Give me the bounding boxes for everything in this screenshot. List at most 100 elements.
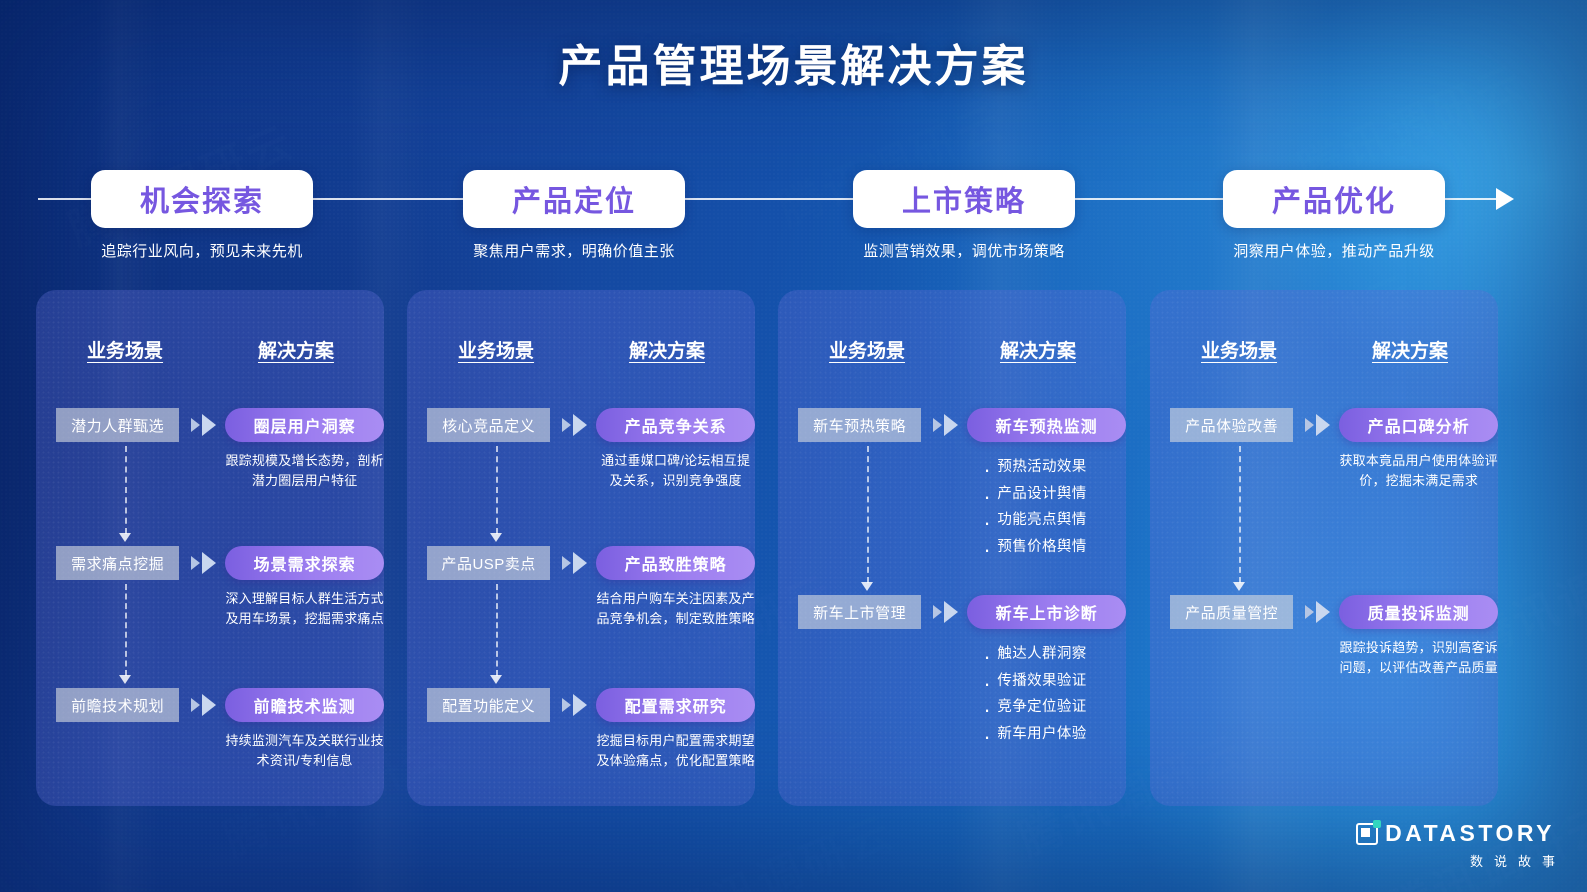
arrow-triangle-large xyxy=(572,552,587,574)
solution-description: 获取本竟品用户使用体验评价，挖掘未满足需求 xyxy=(1339,453,1498,489)
arrow-triangle-large xyxy=(1315,414,1330,436)
flow-arrow-icon xyxy=(556,408,592,442)
solution-pill[interactable]: 产品口碑分析 xyxy=(1339,408,1498,442)
brand-name: DATASTORY xyxy=(1385,820,1555,846)
solution-pill[interactable]: 前瞻技术监测 xyxy=(225,688,384,722)
scenario-solution-row: 产品USP卖点 产品致胜策略结合用户购车关注因素及产品竞争机会，制定致胜策略 xyxy=(407,546,755,629)
scenario-box[interactable]: 潜力人群甄选 xyxy=(56,408,180,442)
scenario-solution-row: 新车预热策略新车预热监测预热活动效果产品设计舆情功能亮点舆情预售价格舆情 xyxy=(778,408,1126,567)
column-header-solution: 解决方案 xyxy=(999,341,1076,362)
solution-bullet-item: 预售价格舆情 xyxy=(981,532,1126,567)
scenario-solution-row: 核心竞品定义产品竞争关系通过垂媒口碑/论坛相互提及关系，识别竞争强度 xyxy=(407,408,755,491)
flow-connector-arrowhead xyxy=(119,533,131,542)
arrow-triangle-large xyxy=(572,414,587,436)
flow-arrow-icon xyxy=(185,408,221,442)
solution-bullet-list: 触达人群洞察传播效果验证竞争定位验证新车用户体验 xyxy=(967,639,1126,753)
stage-subtitle-2: 聚焦用户需求，明确价值主张 xyxy=(473,243,675,260)
scenario-box[interactable]: 新车预热策略 xyxy=(798,408,922,442)
brand-name-cn: 数说故事 xyxy=(1469,854,1566,869)
scenario-box[interactable]: 产品质量管控 xyxy=(1170,595,1294,629)
solution-description: 深入理解目标人群生活方式及用车场景，挖掘需求痛点 xyxy=(225,591,384,627)
arrow-triangle-large xyxy=(201,552,216,574)
solution-description: 跟踪规模及增长态势，剖析潜力圈层用户特征 xyxy=(225,453,384,489)
flow-connector-line xyxy=(125,446,127,534)
flow-connector-arrowhead xyxy=(1233,582,1245,591)
stage-label: 产品优化 xyxy=(1271,186,1396,218)
solution-pill[interactable]: 配置需求研究 xyxy=(596,688,755,722)
flow-arrow-icon xyxy=(556,688,592,722)
stage-subtitle-4: 洞察用户体验，推动产品升级 xyxy=(1233,243,1435,260)
column-header-solution: 解决方案 xyxy=(1371,341,1448,362)
stage-pill-1[interactable]: 机会探索 xyxy=(91,170,313,228)
scenario-box[interactable]: 产品体验改善 xyxy=(1170,408,1294,442)
stage-pill-3[interactable]: 上市策略 xyxy=(853,170,1075,228)
flow-arrow-icon xyxy=(927,595,963,629)
solution-pill[interactable]: 场景需求探索 xyxy=(225,546,384,580)
solution-pill[interactable]: 圈层用户洞察 xyxy=(225,408,384,442)
arrow-triangle-large xyxy=(201,694,216,716)
flow-connector-arrowhead xyxy=(490,675,502,684)
scenario-box[interactable]: 配置功能定义 xyxy=(427,688,551,722)
timeline-line xyxy=(38,198,1506,200)
solution-description: 结合用户购车关注因素及产品竞争机会，制定致胜策略 xyxy=(596,591,755,627)
solution-pill[interactable]: 产品致胜策略 xyxy=(596,546,755,580)
timeline-arrow-icon xyxy=(1496,188,1514,210)
flow-arrow-icon xyxy=(1299,408,1335,442)
column-header-scenario: 业务场景 xyxy=(1200,341,1277,362)
arrow-triangle-large xyxy=(201,414,216,436)
flow-connector-line xyxy=(1239,446,1241,583)
stage-pill-2[interactable]: 产品定位 xyxy=(463,170,685,228)
stage-card-2: 业务场景解决方案核心竞品定义产品竞争关系通过垂媒口碑/论坛相互提及关系，识别竞争… xyxy=(407,290,755,806)
solution-pill[interactable]: 质量投诉监测 xyxy=(1339,595,1498,629)
stage-subtitle-1: 追踪行业风向，预见未来先机 xyxy=(101,243,303,260)
flow-connector-arrowhead xyxy=(861,582,873,591)
stage-pill-4[interactable]: 产品优化 xyxy=(1223,170,1445,228)
solution-bullet-item: 传播效果验证 xyxy=(981,666,1126,701)
scenario-solution-row: 产品体验改善 产品口碑分析获取本竟品用户使用体验评价，挖掘未满足需求 xyxy=(1150,408,1498,491)
scenario-box[interactable]: 前瞻技术规划 xyxy=(56,688,180,722)
arrow-triangle-large xyxy=(1315,601,1330,623)
solution-pill[interactable]: 新车预热监测 xyxy=(967,408,1126,442)
stage-timeline xyxy=(0,170,1587,230)
stage-subtitle-3: 监测营销效果，调优市场策略 xyxy=(863,243,1065,260)
flow-arrow-icon xyxy=(185,688,221,722)
stage-card-4: 业务场景 解决方案产品体验改善 产品口碑分析获取本竟品用户使用体验评价，挖掘未满足需… xyxy=(1150,290,1498,806)
scenario-solution-row: 需求痛点挖掘 场景需求探索深入理解目标人群生活方式及用车场景，挖掘需求痛点 xyxy=(36,546,384,629)
column-headers: 业务场景解决方案 xyxy=(36,336,384,363)
arrow-triangle-small xyxy=(1304,418,1314,432)
column-headers: 业务场景 解决方案 xyxy=(1150,336,1498,363)
brand-logo: DATASTORY 数说故事 xyxy=(1356,819,1555,870)
flow-arrow-icon xyxy=(556,546,592,580)
arrow-triangle-large xyxy=(572,694,587,716)
solution-bullet-item: 预热活动效果 xyxy=(981,452,1126,487)
scenario-box[interactable]: 核心竞品定义 xyxy=(427,408,551,442)
scenario-solution-row: 新车上市管理 新车上市诊断触达人群洞察传播效果验证竞争定位验证新车用户体验 xyxy=(778,595,1126,753)
stage-card-1: 业务场景解决方案潜力人群甄选 圈层用户洞察跟踪规模及增长态势，剖析潜力圈层用户特征… xyxy=(36,290,384,806)
arrow-triangle-small xyxy=(190,556,200,570)
scenario-box[interactable]: 需求痛点挖掘 xyxy=(56,546,180,580)
column-header-solution: 解决方案 xyxy=(257,341,334,362)
scenario-solution-row: 配置功能定义配置需求研究挖掘目标用户配置需求期望及体验痛点，优化配置策略 xyxy=(407,688,755,771)
flow-connector-line xyxy=(125,584,127,676)
column-header-scenario: 业务场景 xyxy=(828,341,905,362)
page-title: 产品管理场景解决方案 xyxy=(558,42,1029,91)
arrow-triangle-small xyxy=(561,698,571,712)
arrow-triangle-small xyxy=(190,698,200,712)
solution-pill[interactable]: 产品竞争关系 xyxy=(596,408,755,442)
flow-arrow-icon xyxy=(1299,595,1335,629)
column-header-scenario: 业务场景 xyxy=(457,341,534,362)
arrow-triangle-small xyxy=(932,605,942,619)
column-headers: 业务场景 解决方案 xyxy=(778,336,1126,363)
stage-card-3: 业务场景解决方案新车预热策略新车预热监测预热活动效果产品设计舆情功能亮点舆情预售… xyxy=(778,290,1126,806)
flow-connector-arrowhead xyxy=(119,675,131,684)
stage-label: 机会探索 xyxy=(139,186,264,218)
arrow-triangle-small xyxy=(190,418,200,432)
scenario-box[interactable]: 新车上市管理 xyxy=(798,595,922,629)
scenario-box[interactable]: 产品USP卖点 xyxy=(427,546,551,580)
solution-pill[interactable]: 新车上市诊断 xyxy=(967,595,1126,629)
scenario-solution-row: 产品质量管控质量投诉监测跟踪投诉趋势，识别高客诉问题，以评估改善产品质量 xyxy=(1150,595,1498,678)
arrow-triangle-small xyxy=(561,418,571,432)
solution-bullet-item: 功能亮点舆情 xyxy=(981,505,1126,540)
